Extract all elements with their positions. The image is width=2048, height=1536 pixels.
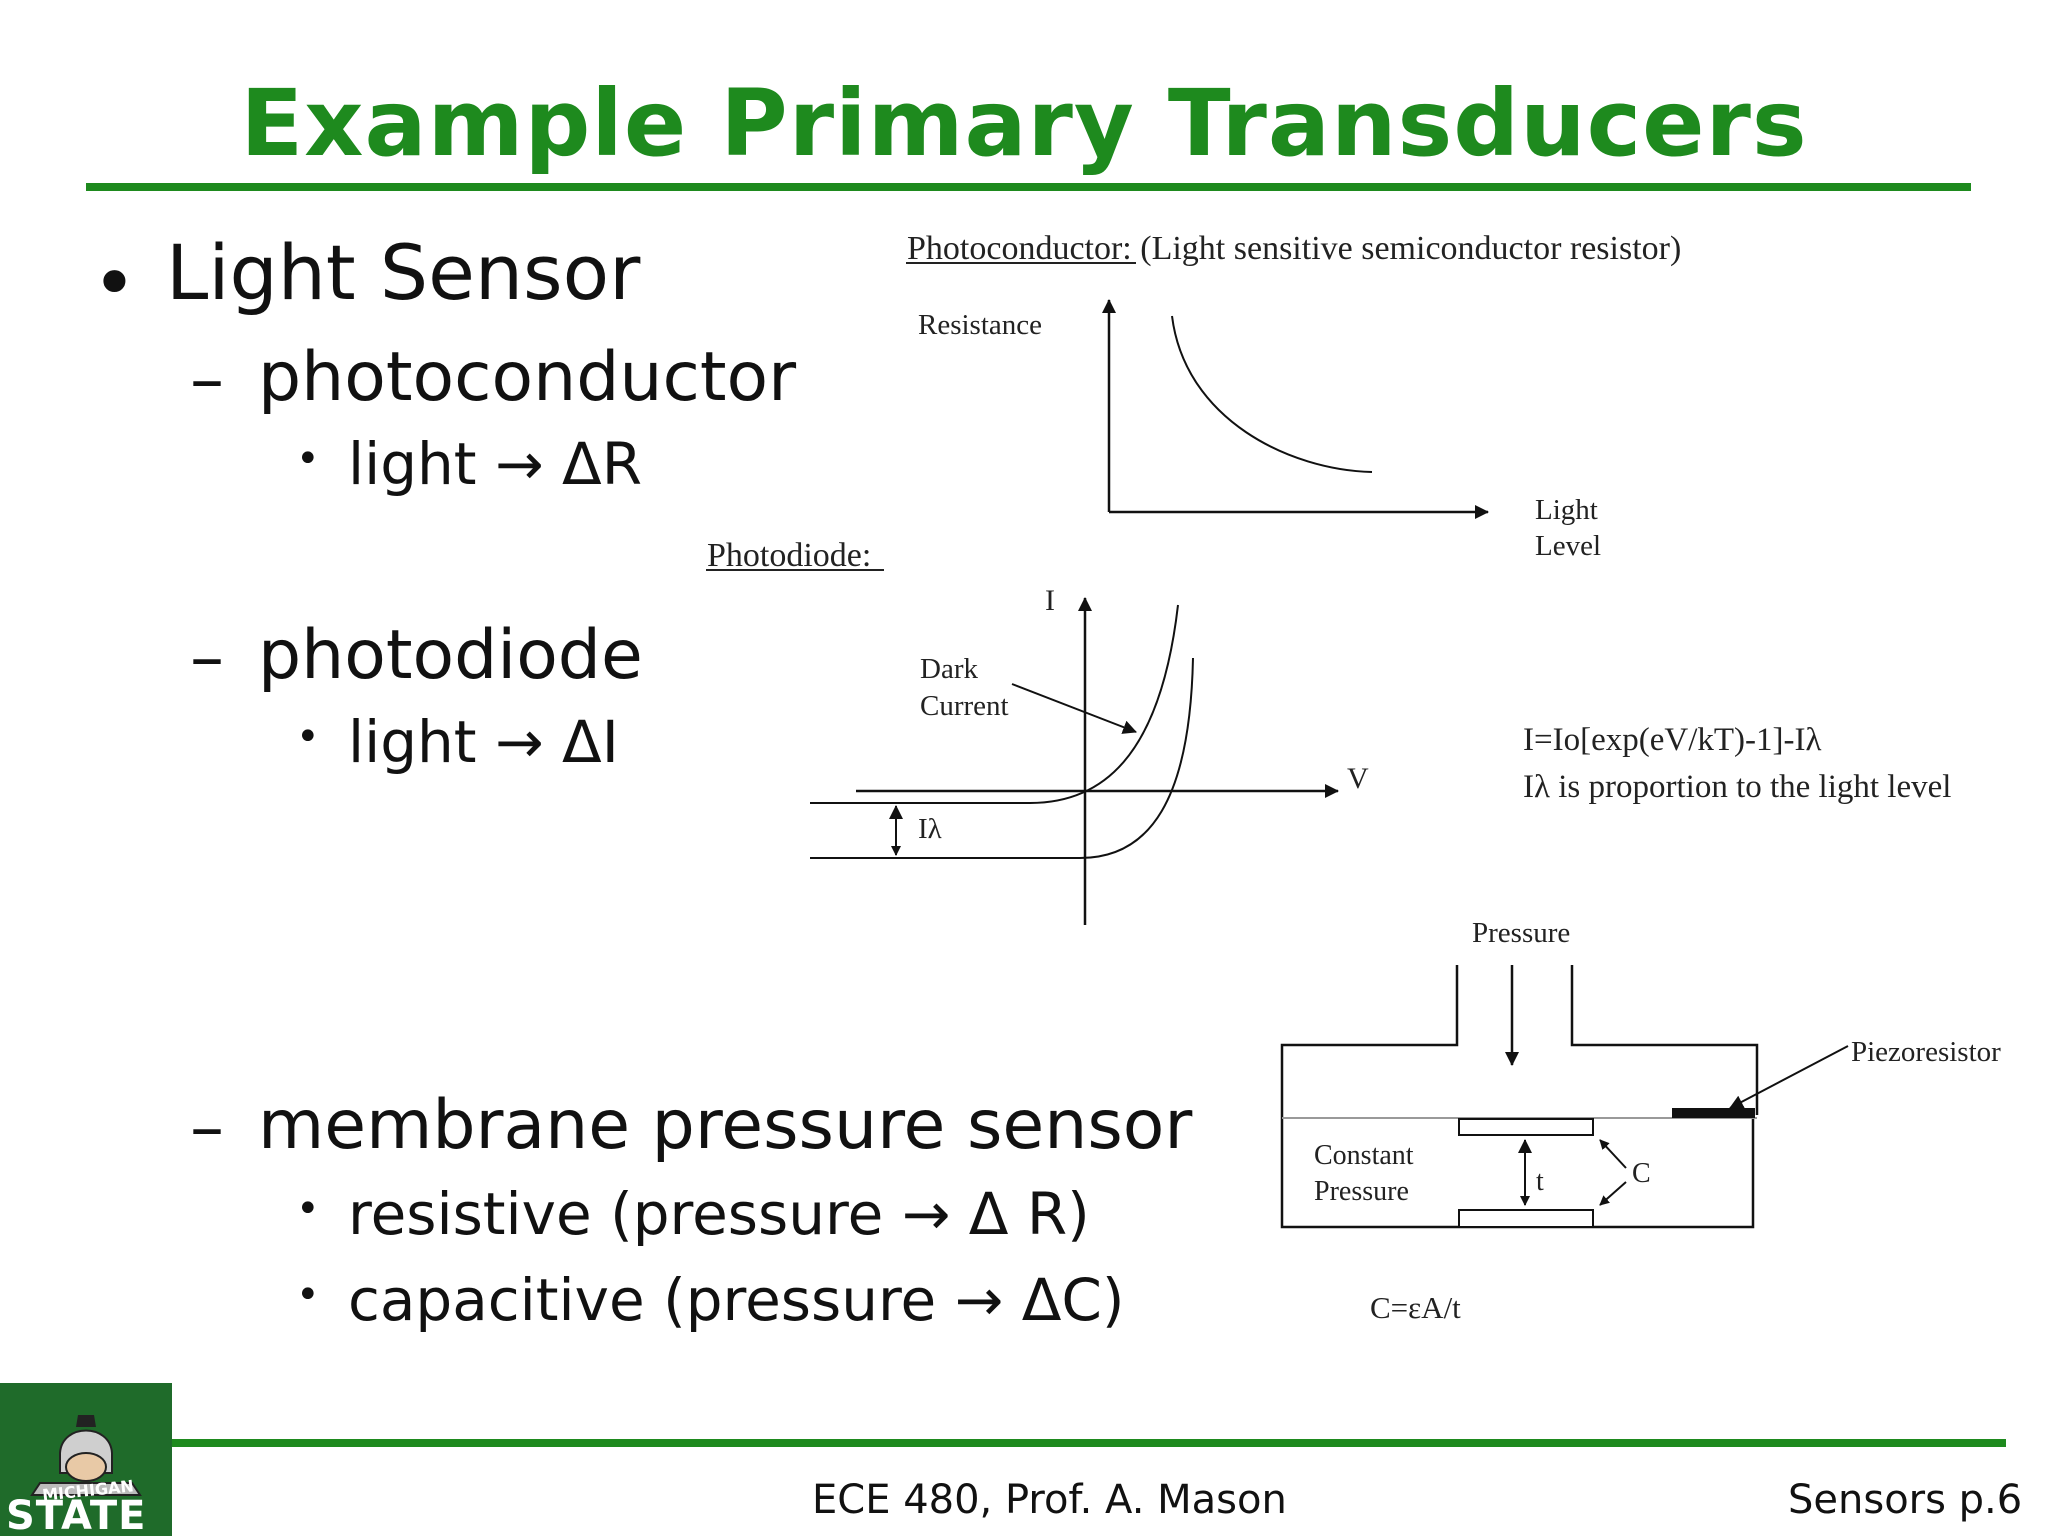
light-label: Light bbox=[1535, 494, 1598, 526]
photodiode-graph bbox=[706, 569, 1339, 925]
piezoresistor bbox=[1672, 1108, 1755, 1118]
capacitance-formula: C=εA/t bbox=[1370, 1290, 1461, 1325]
bullet-membrane-pressure-sensor: membrane pressure sensor bbox=[258, 1086, 1193, 1165]
sensor-housing bbox=[1280, 965, 1759, 1229]
bullet-light-sensor: Light Sensor bbox=[166, 228, 641, 317]
dark-current-arrow bbox=[1011, 683, 1137, 734]
photoconductor-heading: Photoconductor: (Light sensitive semicon… bbox=[907, 230, 1682, 267]
sub-bullet-marker: • bbox=[296, 714, 320, 760]
i-lambda-label: Iλ bbox=[918, 813, 942, 845]
bullet-photodiode: photodiode bbox=[258, 616, 643, 695]
bullet-capacitive: capacitive (pressure → ΔC) bbox=[348, 1266, 1125, 1334]
dark-current-curve bbox=[810, 604, 1179, 804]
diode-note: Iλ is proportion to the light level bbox=[1523, 769, 1952, 805]
bullet-photodiode-effect: light → ΔI bbox=[348, 708, 619, 776]
dark-label: Dark bbox=[920, 653, 978, 685]
bullet-marker: • bbox=[92, 238, 137, 327]
capacitance-arrow-top bbox=[1599, 1139, 1627, 1169]
footer-divider bbox=[170, 1439, 2006, 1447]
top-capacitor-plate bbox=[1458, 1118, 1594, 1136]
resistance-label: Resistance bbox=[918, 309, 1043, 341]
diode-equation: I=Io[exp(eV/kT)-1]-Iλ bbox=[1523, 722, 1822, 758]
title-divider bbox=[86, 183, 1971, 191]
bullet-photoconductor-effect: light → ΔR bbox=[348, 430, 642, 498]
photoconductor-graph bbox=[906, 262, 1489, 519]
piezoresistor-label: Piezoresistor bbox=[1851, 1036, 2001, 1068]
footer-course: ECE 480, Prof. A. Mason bbox=[812, 1477, 1287, 1523]
capacitance-label: C bbox=[1632, 1158, 1651, 1189]
bullet-photoconductor: photoconductor bbox=[258, 338, 797, 417]
capacitance-arrow-bottom bbox=[1599, 1181, 1627, 1206]
bottom-capacitor-plate bbox=[1458, 1209, 1594, 1228]
current-axis-label: I bbox=[1045, 584, 1055, 617]
current-label: Current bbox=[920, 690, 1009, 722]
michigan-state-logo: MICHIGAN STATE bbox=[0, 1383, 172, 1536]
voltage-axis-label: V bbox=[1347, 762, 1369, 795]
bullet-resistive: resistive (pressure → Δ R) bbox=[348, 1180, 1090, 1248]
logo-text-state: STATE bbox=[6, 1493, 147, 1536]
sub-bullet-marker: • bbox=[296, 1272, 320, 1318]
constant-label: Constant bbox=[1314, 1140, 1414, 1171]
dash-marker: – bbox=[190, 340, 224, 419]
illuminated-curve bbox=[810, 657, 1194, 859]
resistance-curve bbox=[1171, 315, 1373, 473]
constant-pressure-label: Pressure bbox=[1314, 1176, 1409, 1207]
pressure-sensor-diagram bbox=[1280, 965, 1849, 1229]
slide-title: Example Primary Transducers bbox=[240, 70, 1808, 177]
pressure-label: Pressure bbox=[1472, 917, 1571, 949]
spartan-icon bbox=[0, 1383, 172, 1536]
sub-bullet-marker: • bbox=[296, 436, 320, 482]
level-label: Level bbox=[1535, 530, 1602, 562]
footer-page-number: Sensors p.6 bbox=[1788, 1477, 2023, 1523]
photodiode-heading: Photodiode: bbox=[707, 537, 872, 574]
dash-marker: – bbox=[190, 1088, 224, 1167]
dash-marker: – bbox=[190, 618, 224, 697]
piezoresistor-pointer bbox=[1729, 1045, 1849, 1109]
gap-label: t bbox=[1536, 1166, 1544, 1197]
sub-bullet-marker: • bbox=[296, 1186, 320, 1232]
